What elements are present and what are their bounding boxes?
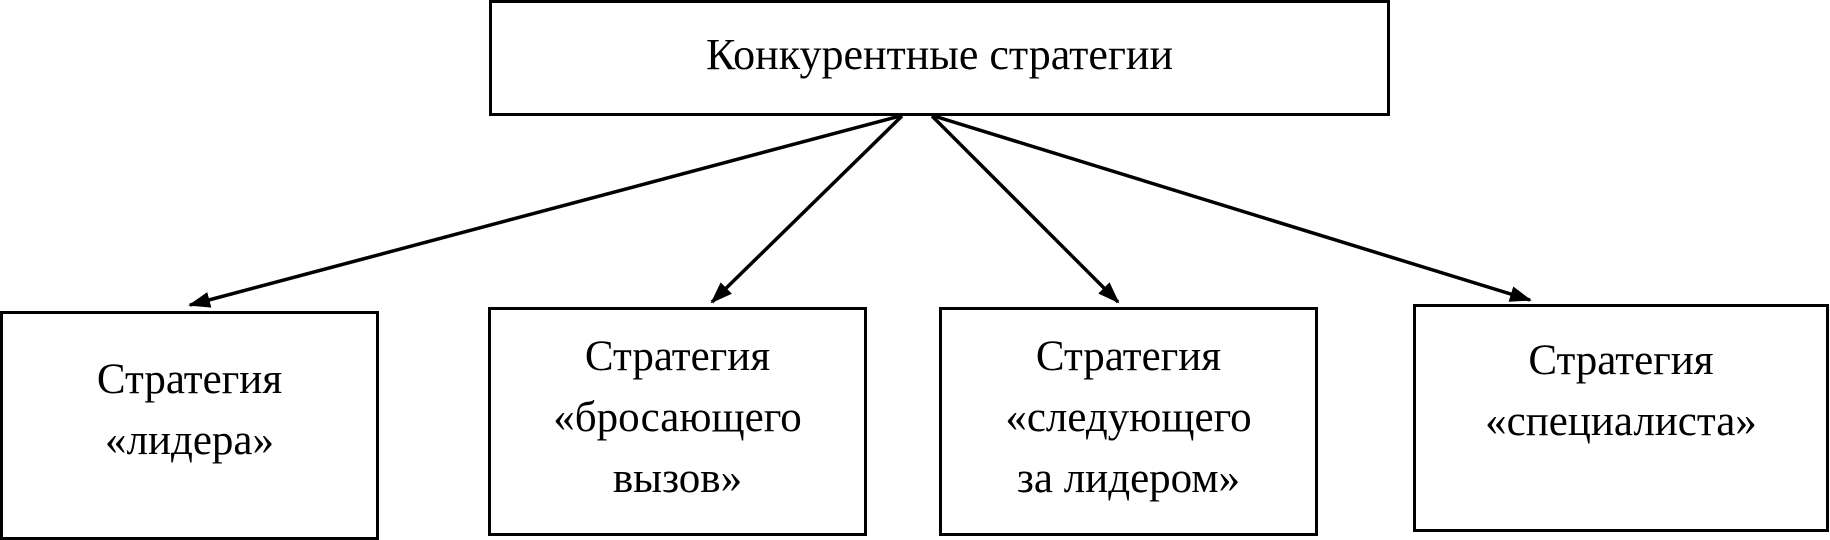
root-label: Конкурентные стратегии [706,29,1173,79]
leader-line-1: Стратегия [96,355,283,403]
follower-strategy-node: Стратегия «следующего за лидером» [939,307,1318,536]
leader-line-2: «лидера» [104,416,275,464]
challenger-line-2: «бросающего [553,394,802,441]
arrow-to-follower [930,114,1120,304]
specialist-line-2: «специалиста» [1485,398,1757,445]
arrow-to-leader [188,114,901,308]
challenger-line-3: вызов» [612,455,743,502]
specialist-strategy-node: Стратегия «специалиста» [1413,304,1829,532]
arrow-to-specialist [933,114,1532,302]
leader-strategy-node: Стратегия «лидера» [0,311,379,540]
follower-line-1: Стратегия [1035,333,1222,380]
arrow-to-challenger [710,114,904,304]
root-node: Конкурентные стратегии [489,0,1390,116]
challenger-line-1: Стратегия [584,333,771,380]
specialist-line-1: Стратегия [1528,337,1714,384]
follower-line-3: за лидером» [1016,455,1241,502]
challenger-strategy-node: Стратегия «бросающего вызов» [488,307,867,536]
follower-line-2: «следующего [1005,394,1252,441]
